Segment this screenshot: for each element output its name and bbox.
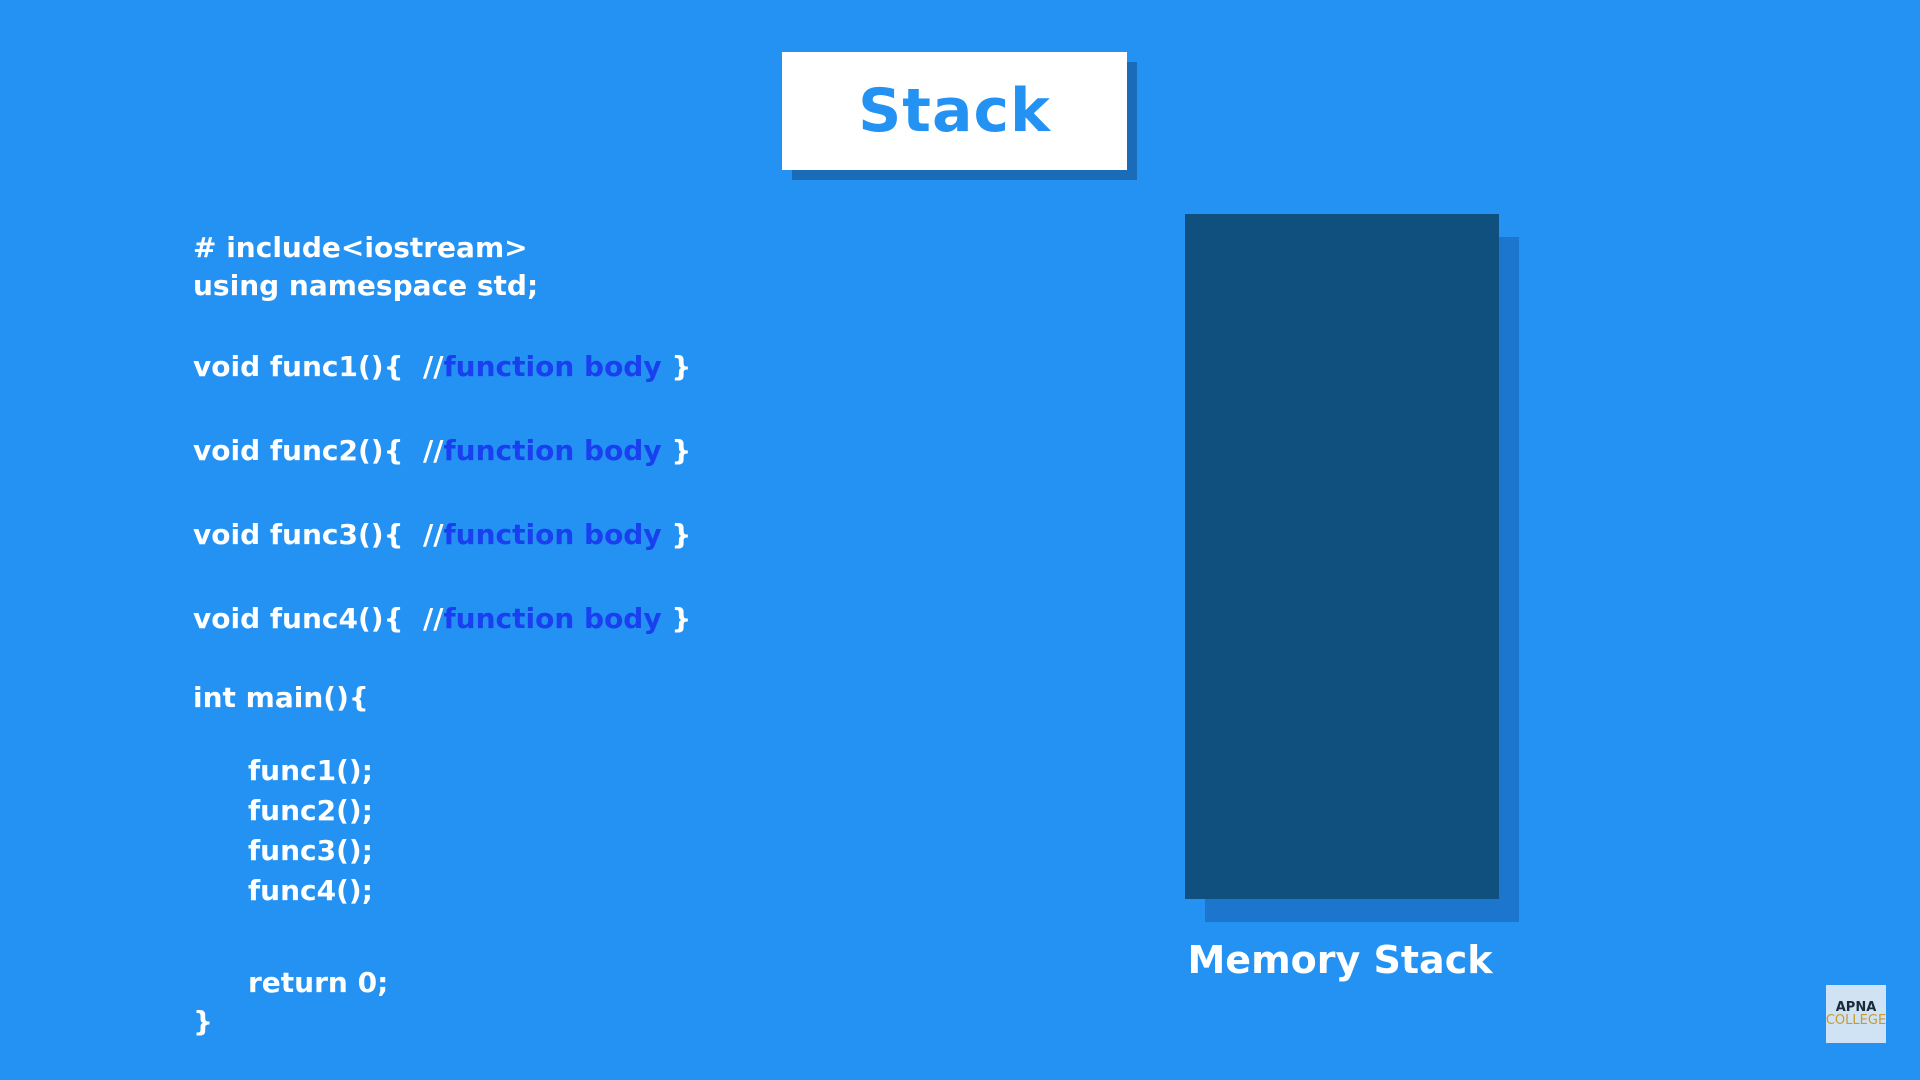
code-main-open-line: int main(){: [193, 681, 369, 714]
code-call-func4: func4();: [248, 874, 373, 907]
func3-close: }: [661, 518, 692, 551]
func1-close: }: [661, 350, 692, 383]
func4-comment: function body: [443, 602, 662, 635]
code-call-func3: func3();: [248, 834, 373, 867]
func3-signature: void func3(){ //: [193, 518, 444, 551]
memory-stack-container: [1185, 214, 1499, 899]
title-box: Stack: [782, 52, 1127, 170]
code-call-func2: func2();: [248, 794, 373, 827]
code-func4-line: void func4(){ //function body }: [193, 603, 691, 635]
func4-signature: void func4(){ //: [193, 602, 444, 635]
page-title: Stack: [858, 76, 1051, 146]
code-main-close-line: }: [193, 1005, 213, 1038]
code-func1-line: void func1(){ //function body }: [193, 351, 691, 383]
logo-line1: APNA: [1835, 1000, 1877, 1015]
code-call-func1: func1();: [248, 754, 373, 787]
apna-college-logo: APNA COLLEGE: [1826, 985, 1886, 1043]
code-func3-line: void func3(){ //function body }: [193, 519, 691, 551]
logo-line2: COLLEGE: [1825, 1013, 1887, 1028]
code-return-line: return 0;: [248, 966, 389, 999]
func4-close: }: [661, 602, 692, 635]
memory-stack-label: Memory Stack: [1187, 938, 1493, 982]
code-block: # include<iostream> using namespace std;…: [193, 0, 893, 1080]
func1-signature: void func1(){ //: [193, 350, 444, 383]
func2-signature: void func2(){ //: [193, 434, 444, 467]
code-include-line: # include<iostream>: [193, 231, 528, 264]
func3-comment: function body: [443, 518, 662, 551]
code-func2-line: void func2(){ //function body }: [193, 435, 691, 467]
func2-close: }: [661, 434, 692, 467]
func1-comment: function body: [443, 350, 662, 383]
func2-comment: function body: [443, 434, 662, 467]
code-using-line: using namespace std;: [193, 269, 539, 302]
